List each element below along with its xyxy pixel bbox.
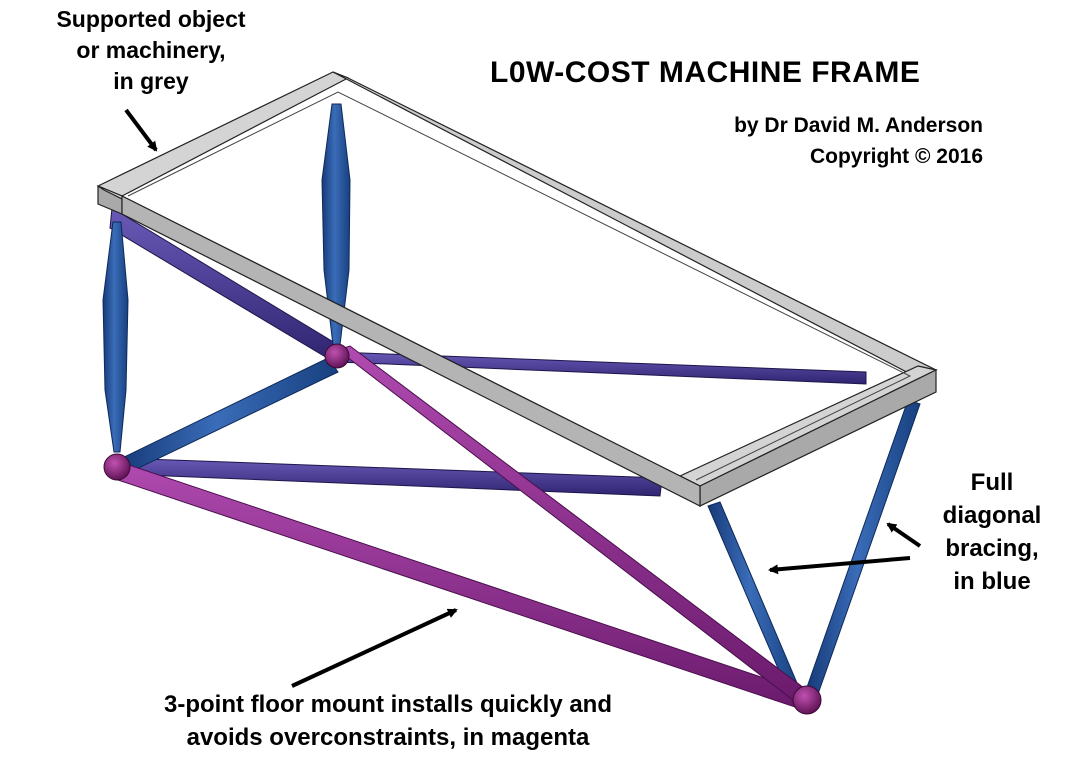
strut-back-left-diag xyxy=(109,207,341,363)
label-blue-line: bracing, xyxy=(945,535,1039,562)
strut-left-diag-bottom xyxy=(117,357,339,475)
arrow-magenta xyxy=(291,608,458,688)
floor-mount-nodes xyxy=(103,343,822,715)
strut-front-left-vertical xyxy=(102,221,129,453)
label-magenta-line: 3-point floor mount installs quickly and xyxy=(163,691,613,718)
page-title: L0W-COST MACHINE FRAME xyxy=(490,56,921,89)
credit-block: by Dr David M. Anderson Copyright © 2016 xyxy=(734,110,983,172)
label-magenta-mount: 3-point floor mount installs quickly and… xyxy=(108,688,668,754)
label-grey-line: in grey xyxy=(113,68,189,94)
label-grey-line: or machinery, xyxy=(76,37,226,63)
label-magenta-line: avoids overconstraints, in magenta xyxy=(186,724,590,751)
arrow-blue-lower xyxy=(768,556,911,575)
copyright-line: Copyright © 2016 xyxy=(809,145,983,168)
arrow-grey xyxy=(124,108,158,152)
node-left xyxy=(103,453,131,481)
arrow-blue-upper xyxy=(886,522,922,548)
label-grey-object: Supported object or machinery, in grey xyxy=(26,4,276,97)
label-grey-line: Supported object xyxy=(56,6,246,32)
indigo-struts xyxy=(109,207,867,497)
strut-floor-diagonal xyxy=(336,345,813,705)
label-blue-line: Full xyxy=(970,469,1014,496)
label-blue-line: diagonal xyxy=(942,502,1042,529)
author-line: by Dr David M. Anderson xyxy=(734,114,983,137)
label-blue-bracing: Full diagonal bracing, in blue xyxy=(922,466,1062,598)
label-blue-line: in blue xyxy=(953,568,1031,595)
magenta-struts xyxy=(117,345,813,709)
frame-inner-edge xyxy=(127,91,912,481)
node-rear xyxy=(324,343,350,369)
callout-arrows xyxy=(124,108,922,688)
grey-frame xyxy=(96,71,938,507)
blue-struts xyxy=(102,103,921,697)
node-front xyxy=(792,685,822,715)
frame-front-beam-side xyxy=(121,195,701,507)
